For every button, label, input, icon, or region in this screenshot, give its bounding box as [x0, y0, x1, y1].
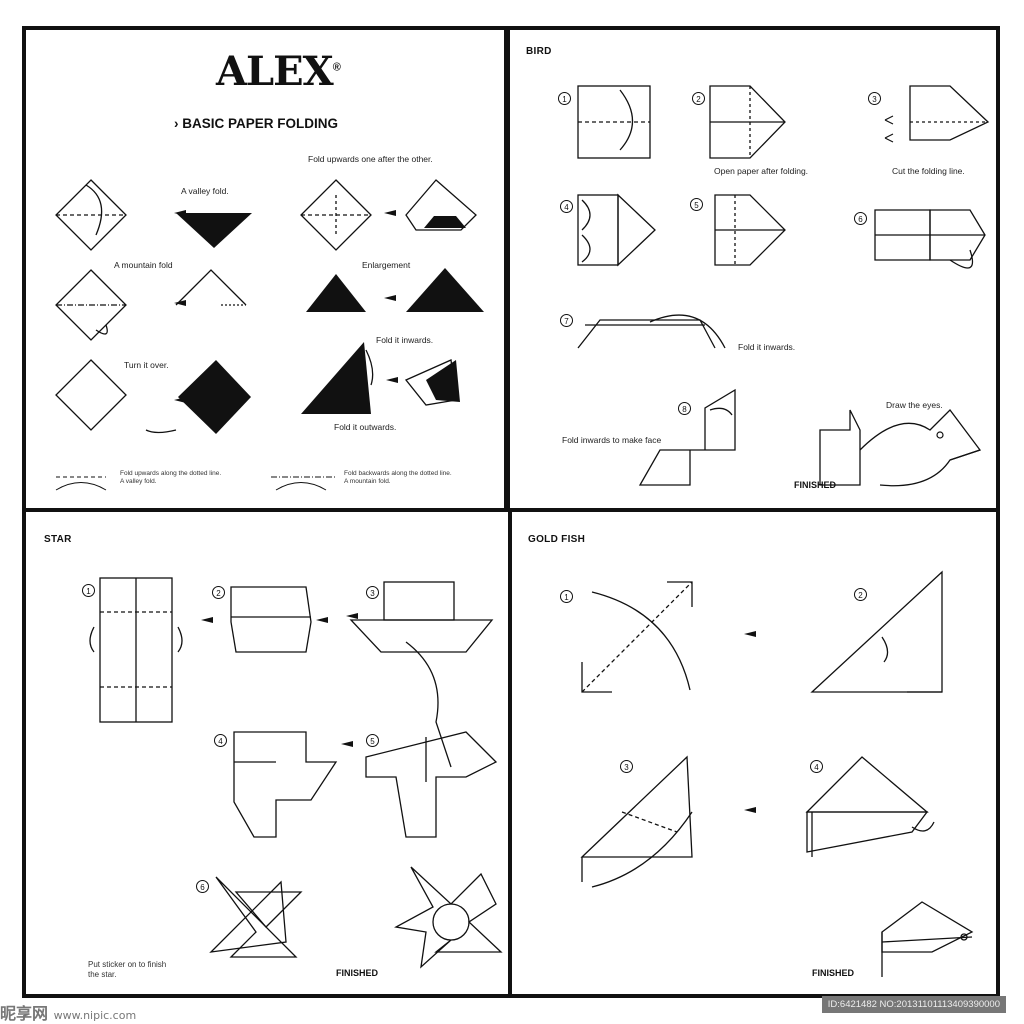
- goldfish-finished-label: FINISHED: [812, 968, 854, 978]
- goldfish-panel: GOLD FISH: [508, 508, 1000, 998]
- bird-step-7: 7: [560, 314, 573, 327]
- fold-outwards-caption: Fold it outwards.: [334, 422, 396, 432]
- fold-inwards-caption: Fold it inwards.: [738, 342, 795, 352]
- bird-panel: BIRD: [506, 26, 1000, 512]
- fold-upwards-caption: Fold upwards one after the other.: [308, 154, 433, 164]
- fold-inwards-caption: Fold it inwards.: [376, 335, 433, 345]
- basic-folding-panel: ALEX® › BASIC PAPER FOLDING: [22, 26, 508, 512]
- star-step-3: 3: [366, 586, 379, 599]
- image-id-watermark: ID:6421482 NO:20131101113409390000: [822, 996, 1006, 1013]
- nipic-watermark: 昵享网 www.nipic.com: [0, 1000, 136, 1024]
- goldfish-diagrams: [512, 512, 1004, 1002]
- fold-face-caption: Fold inwards to make face: [562, 435, 661, 445]
- cut-line-caption: Cut the folding line.: [892, 166, 965, 176]
- bird-step-4: 4: [560, 200, 573, 213]
- open-paper-caption: Open paper after folding.: [714, 166, 808, 176]
- star-step-4: 4: [214, 734, 227, 747]
- goldfish-step-3: 3: [620, 760, 633, 773]
- turn-over-caption: Turn it over.: [124, 360, 169, 370]
- mountain-fold-caption: A mountain fold: [114, 260, 173, 270]
- legend-mountain-text: Fold backwards along the dotted line.A m…: [344, 470, 452, 486]
- star-finished-label: FINISHED: [336, 968, 378, 978]
- bird-finished-label: FINISHED: [794, 480, 836, 490]
- goldfish-step-2: 2: [854, 588, 867, 601]
- bird-step-3: 3: [868, 92, 881, 105]
- bird-step-2: 2: [692, 92, 705, 105]
- bird-step-6: 6: [854, 212, 867, 225]
- star-step-5: 5: [366, 734, 379, 747]
- basic-diagrams: [26, 30, 512, 516]
- legend-valley-text: Fold upwards along the dotted line.A val…: [120, 470, 221, 486]
- bird-step-1: 1: [558, 92, 571, 105]
- draw-eyes-caption: Draw the eyes.: [886, 400, 943, 410]
- goldfish-step-4: 4: [810, 760, 823, 773]
- star-diagrams: [26, 512, 516, 1002]
- bird-step-8: 8: [678, 402, 691, 415]
- star-step-2: 2: [212, 586, 225, 599]
- bird-step-5: 5: [690, 198, 703, 211]
- valley-fold-caption: A valley fold.: [181, 186, 229, 196]
- star-panel: STAR: [22, 508, 512, 998]
- star-step-6: 6: [196, 880, 209, 893]
- goldfish-step-1: 1: [560, 590, 573, 603]
- enlargement-caption: Enlargement: [362, 260, 410, 270]
- star-step-1: 1: [82, 584, 95, 597]
